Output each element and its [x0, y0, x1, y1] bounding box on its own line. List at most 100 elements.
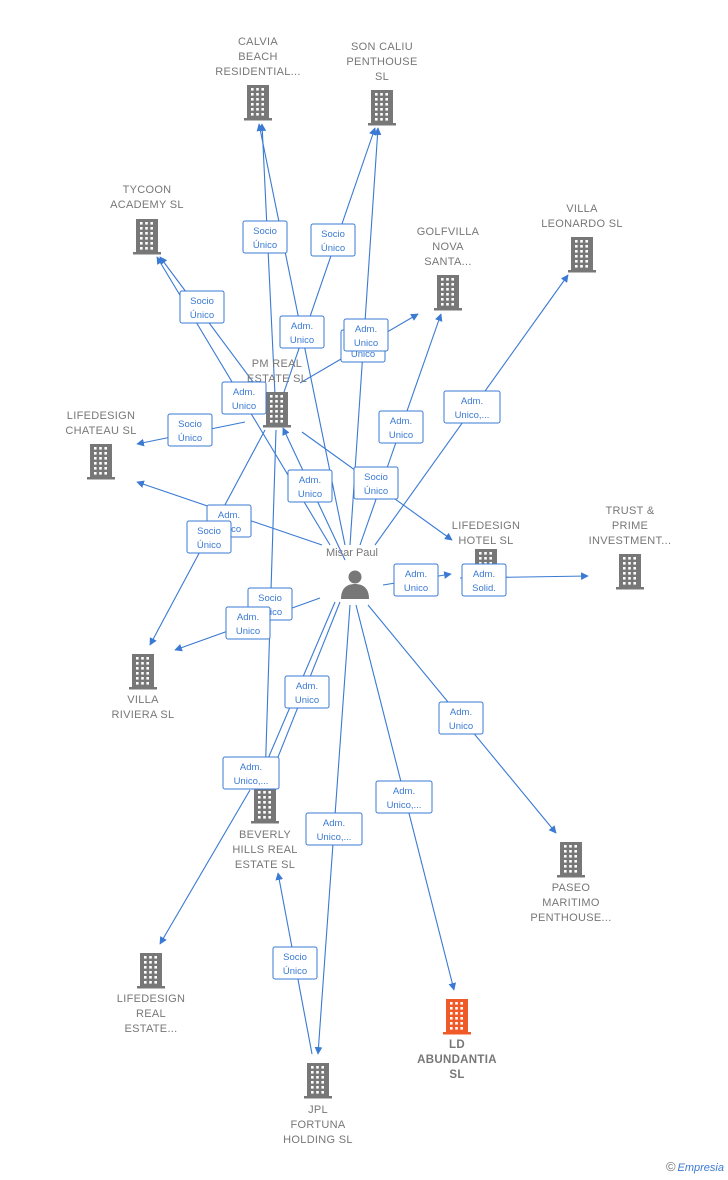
company-label-line: HOLDING SL: [283, 1134, 353, 1146]
badge-text-line: Adm.: [473, 569, 495, 580]
brand-footer: ©Empresia: [666, 1159, 724, 1174]
relation-badge[interactable]: Adm.Unico: [438, 701, 484, 735]
badge-text-line: Adm.: [296, 681, 318, 692]
company-label-line: PM REAL: [252, 358, 302, 370]
badge-box: [343, 318, 389, 352]
badge-text-line: Socio: [190, 296, 214, 307]
edge-line: [258, 123, 276, 396]
company-label-line: HOTEL SL: [458, 535, 513, 547]
badge-text-line: Adm.: [393, 786, 415, 797]
company-label-line: CALVIA: [238, 36, 278, 48]
company-label-line: LIFEDESIGN: [117, 993, 185, 1005]
badge-box: [305, 812, 363, 846]
badges-layer: SocioÚnicoSocioÚnicoSocioÚnicoAdm.UnicoA…: [167, 220, 507, 980]
badge-text-line: Unico: [389, 430, 413, 441]
badge-text-line: Adm.: [291, 321, 313, 332]
badge-box: [287, 469, 333, 503]
badge-text-line: Adm.: [405, 569, 427, 580]
building-icon: [557, 842, 585, 878]
company-node-jpl[interactable]: JPL FORTUNA HOLDING SL: [283, 1063, 353, 1146]
company-label-line: TYCOON: [123, 184, 172, 196]
relation-badge[interactable]: Adm.Unico: [287, 469, 333, 503]
relation-badge[interactable]: Adm. Unico: [378, 410, 424, 444]
badge-text-line: Unico: [232, 401, 256, 412]
badge-text-line: Adm.: [299, 475, 321, 486]
company-label-line: LIFEDESIGN: [452, 520, 520, 532]
person-icon: [341, 570, 369, 599]
relation-badge[interactable]: Adm.Unico: [225, 606, 271, 640]
badge-box: [393, 563, 439, 597]
badge-box: [222, 756, 280, 790]
person-label: Misar Paul: [326, 547, 378, 559]
building-icon: [87, 444, 115, 480]
badge-text-line: Socio: [321, 229, 345, 240]
building-icon: [368, 90, 396, 126]
company-label-line: BEVERLY: [239, 829, 291, 841]
relation-badge[interactable]: Adm.Unico,...: [443, 390, 501, 424]
relation-badge[interactable]: Adm.Unico: [343, 318, 389, 352]
building-icon: [129, 654, 157, 690]
company-node-lifereal[interactable]: LIFEDESIGNREALESTATE...: [117, 953, 185, 1035]
company-label-line: LD: [449, 1039, 465, 1051]
relation-badge[interactable]: Adm.Unico: [284, 675, 330, 709]
building-icon: [133, 219, 161, 255]
badge-box: [375, 780, 433, 814]
badge-box: [279, 315, 325, 349]
badge-text-line: Unico: [404, 583, 428, 594]
badge-text-line: Único: [253, 240, 277, 251]
company-node-paseo[interactable]: PASEOMARITIMOPENTHOUSE...: [530, 842, 611, 924]
relation-badge[interactable]: Adm.Unico,...: [305, 812, 363, 846]
badge-text-line: Adm.: [461, 396, 483, 407]
badge-text-line: Único: [190, 310, 214, 321]
company-label-line: RIVIERA SL: [112, 709, 175, 721]
relation-badge[interactable]: Adm.Solid.: [461, 563, 507, 597]
company-node-trust[interactable]: TRUST &PRIMEINVESTMENT...: [589, 505, 672, 590]
building-icon: [304, 1063, 332, 1099]
badge-text-line: Adm.: [323, 818, 345, 829]
company-label-line: REAL: [136, 1008, 166, 1020]
company-label-line: LIFEDESIGN: [67, 410, 135, 422]
badge-text-line: Adm.: [390, 416, 412, 427]
building-icon: [434, 275, 462, 311]
company-label-line: SL: [375, 71, 389, 83]
badge-text-line: Socio: [258, 593, 282, 604]
relation-badge[interactable]: Adm. Unico: [393, 563, 439, 597]
badge-text-line: Socio: [283, 952, 307, 963]
building-icon: [137, 953, 165, 989]
badge-box: [310, 223, 356, 257]
building-icon: [251, 788, 279, 824]
relation-badge[interactable]: Adm.Unico,...: [222, 756, 280, 790]
relation-badge[interactable]: Adm.Unico: [279, 315, 325, 349]
badge-text-line: Único: [364, 486, 388, 497]
company-node-golfvilla[interactable]: GOLFVILLANOVASANTA...: [417, 226, 480, 311]
badge-text-line: Socio: [178, 419, 202, 430]
company-label-line: INVESTMENT...: [589, 535, 672, 547]
badge-box: [221, 381, 267, 415]
company-label-line: PENTHOUSE: [346, 56, 417, 68]
company-label-line: JPL: [308, 1104, 328, 1116]
company-label-line: FORTUNA: [290, 1119, 345, 1131]
relation-badge[interactable]: Adm.Unico,...: [375, 780, 433, 814]
person-node[interactable]: Misar Paul: [326, 547, 378, 599]
relation-badge[interactable]: Adm.Unico: [221, 381, 267, 415]
badge-box: [461, 563, 507, 597]
company-node-calvia[interactable]: CALVIABEACHRESIDENTIAL...: [215, 36, 301, 121]
badge-text-line: Unico: [236, 626, 260, 637]
